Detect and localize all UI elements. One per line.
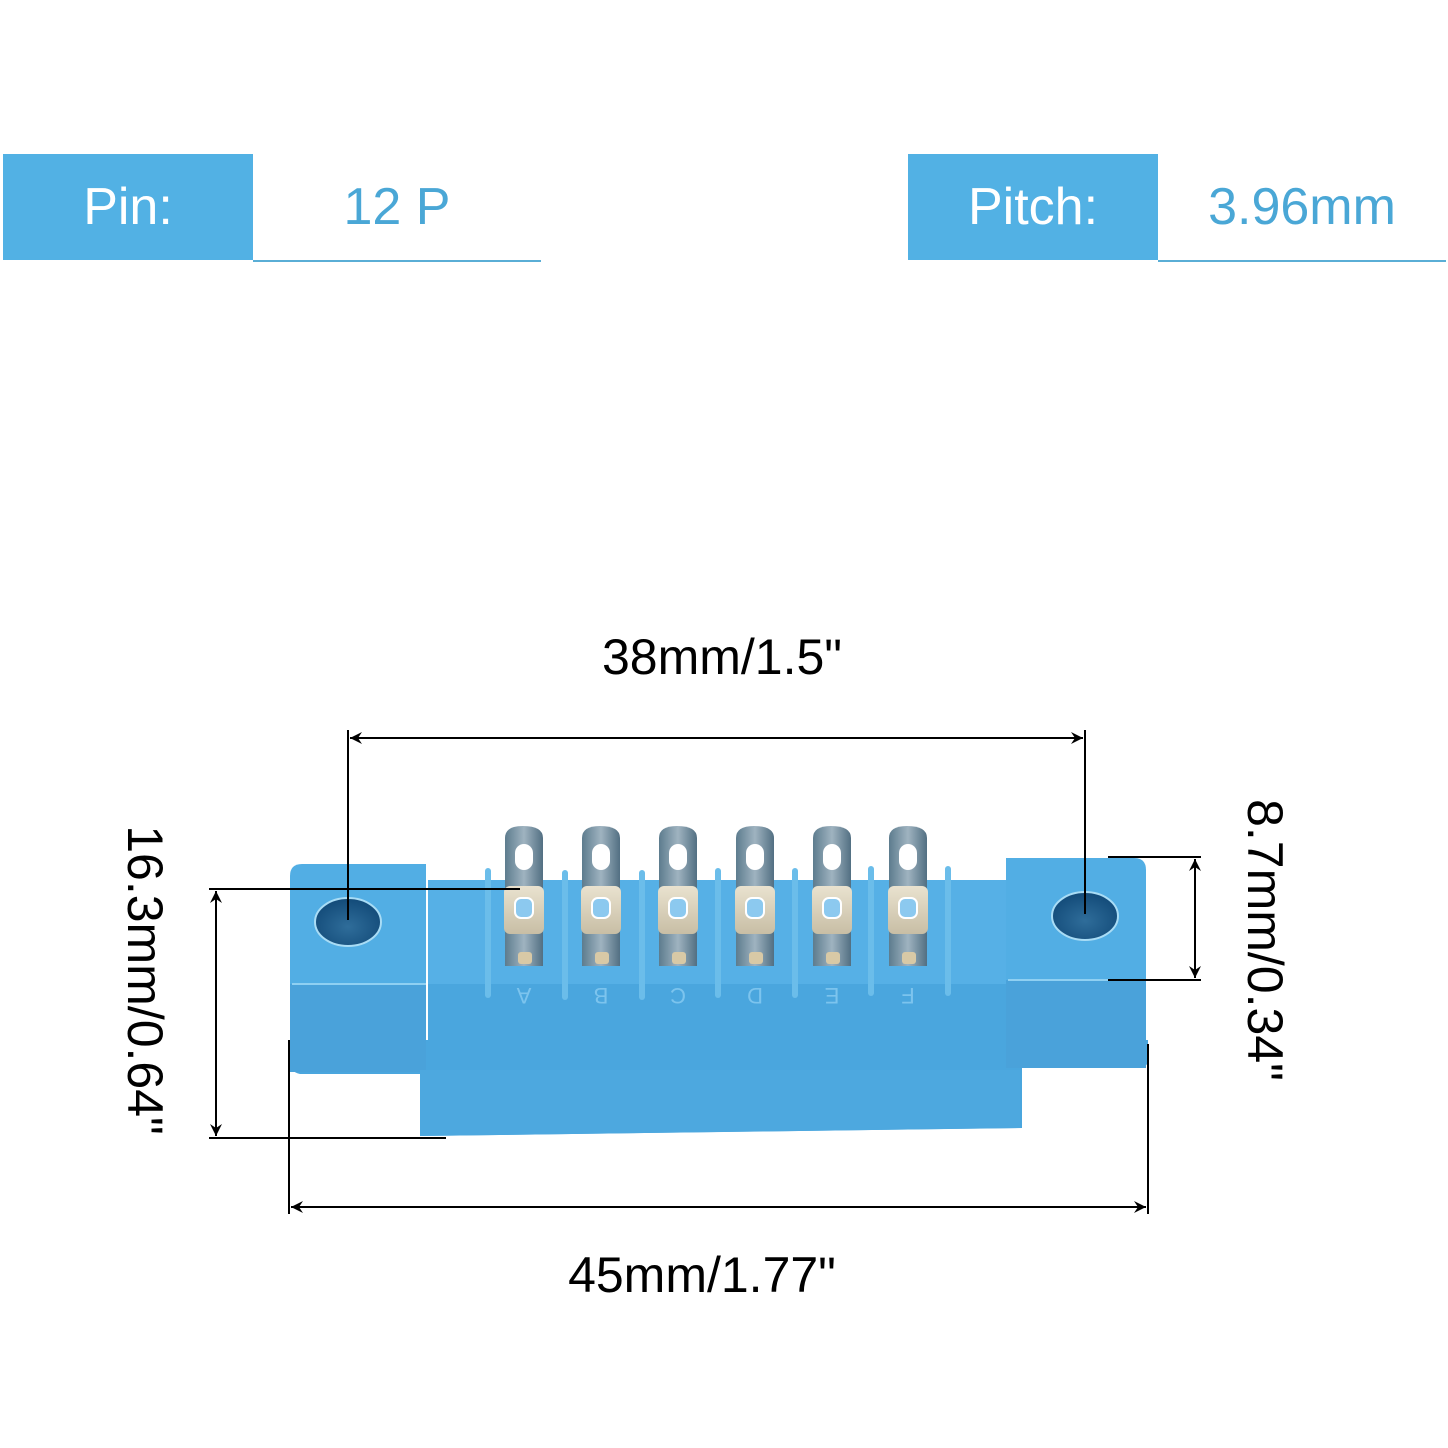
spec-pin: Pin: 12 P: [3, 154, 541, 262]
dimension-hole-spacing-text: 38mm/1.5": [601, 629, 843, 685]
spec-pin-value: 12 P: [253, 154, 541, 262]
pin-letter-e: E: [825, 983, 840, 1008]
spec-pitch-label: Pitch:: [908, 154, 1158, 260]
pin-letter-a: A: [516, 983, 531, 1008]
spec-pitch: Pitch: 3.96mm: [908, 154, 1446, 262]
dimension-arrowheads: [210, 732, 1201, 1213]
dimension-lines: [209, 730, 1201, 1214]
spec-pin-label: Pin:: [3, 154, 253, 260]
pin-letter-c: C: [670, 983, 686, 1008]
contact-pins: [504, 826, 928, 966]
dimension-overall-height: 16.3mm/0.64": [117, 825, 173, 1135]
pin-letter-labels: A B C D E F: [516, 983, 914, 1008]
pin-letter-d: D: [747, 983, 763, 1008]
spec-pitch-value: 3.96mm: [1158, 154, 1446, 262]
pin-letter-b: B: [594, 983, 609, 1008]
dimension-hole-spacing: 38mm/1.5": [0, 632, 1448, 682]
dimension-overall-length: 45mm/1.77": [568, 1247, 836, 1303]
pin-letter-f: F: [901, 983, 914, 1008]
housing-ribs: [485, 866, 951, 1000]
dimension-flange-height: 8.7mm/0.34": [1237, 799, 1293, 1081]
